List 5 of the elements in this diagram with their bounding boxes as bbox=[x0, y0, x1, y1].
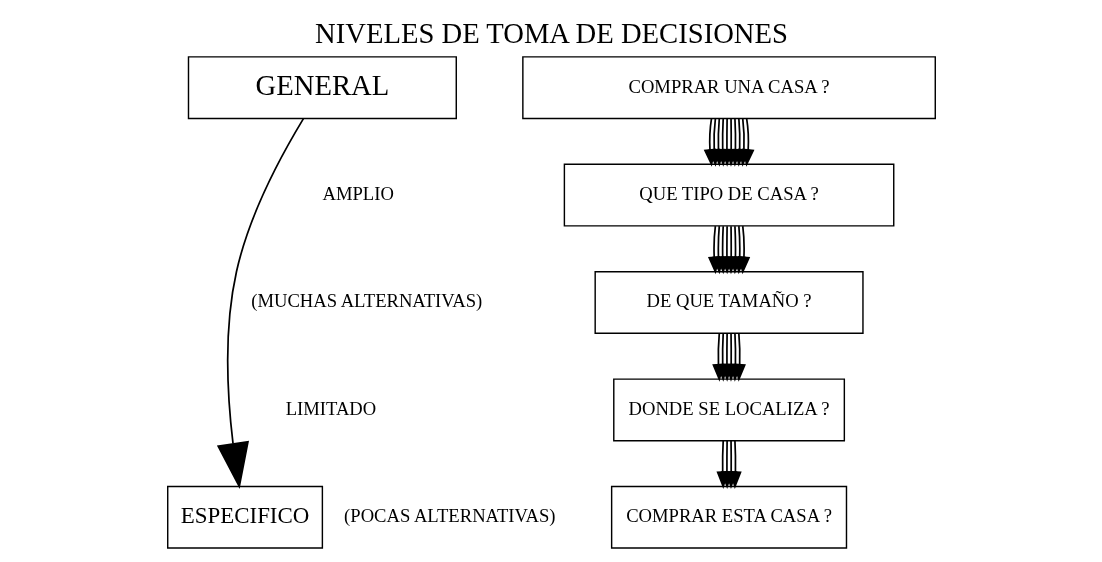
label: AMPLIO bbox=[322, 182, 394, 204]
label: (MUCHAS ALTERNATIVAS) bbox=[250, 290, 482, 312]
diagram-title: NIVELES DE TOMA DE DECISIONES bbox=[314, 16, 788, 49]
label: LIMITADO bbox=[285, 397, 376, 419]
label: (POCAS ALTERNATIVAS) bbox=[343, 505, 556, 527]
